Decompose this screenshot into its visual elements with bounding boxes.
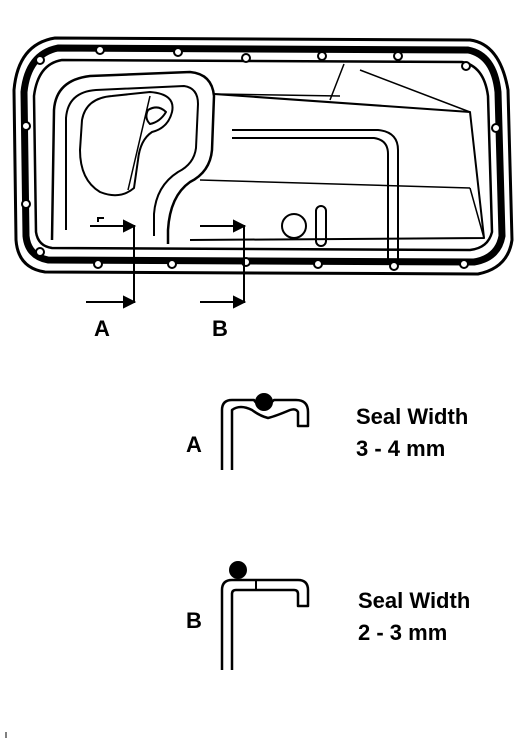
bolt-hole	[35, 247, 45, 257]
bolt-hole	[393, 51, 403, 61]
baffle-dent	[145, 106, 167, 125]
bolt-hole	[313, 259, 323, 269]
bolt-hole	[21, 199, 31, 209]
floor-rib-5	[469, 187, 485, 239]
bolt-holes	[21, 45, 501, 271]
bolt-hole	[95, 45, 105, 55]
oil-pan-view	[12, 36, 514, 276]
detail-a-sealant-bead	[255, 393, 273, 411]
drain-plug	[281, 213, 307, 239]
bolt-hole	[389, 261, 399, 271]
detail-b-caption: Seal Width	[358, 588, 470, 613]
baffle-outline	[79, 91, 174, 197]
callout-b-arrowhead-bottom	[233, 295, 247, 309]
detail-b-label: B	[186, 608, 202, 633]
pan-floor	[189, 93, 485, 241]
callout-b-leader	[200, 219, 247, 309]
bolt-hole	[167, 259, 177, 269]
sump-inner	[65, 85, 199, 236]
callout-a-label: A	[94, 316, 110, 341]
detail-a-label: A	[186, 432, 202, 457]
bolt-hole	[459, 259, 469, 269]
baffle-line	[127, 95, 151, 191]
floor-rib-2	[359, 69, 471, 113]
bolt-hole	[491, 123, 501, 133]
dipstick-tube-inner	[232, 137, 389, 262]
detail-b-sealant-bead	[229, 561, 247, 579]
callout-b-arrowhead-top	[233, 219, 247, 233]
detail-a-caption: Seal Width	[356, 404, 468, 429]
sump-well	[50, 70, 216, 244]
callout-a-tick	[97, 217, 104, 222]
pan-flange-inner	[32, 58, 494, 252]
callout-b-line	[200, 225, 245, 303]
detail-b-width: 2 - 3 mm	[358, 620, 447, 645]
bolt-hole	[93, 259, 103, 269]
callout-b-label: B	[212, 316, 228, 341]
bolt-hole	[21, 121, 31, 131]
floor-rib-4	[199, 179, 471, 189]
bolt-hole	[173, 47, 183, 57]
callout-a-leader	[86, 217, 137, 309]
bolt-hole	[35, 55, 45, 65]
detail-a-section	[220, 398, 310, 470]
drain-slot	[315, 205, 327, 247]
dipstick-tube	[232, 129, 399, 262]
bolt-hole	[241, 53, 251, 63]
bolt-hole	[317, 51, 327, 61]
callout-a-arrowhead-top	[123, 219, 137, 233]
callout-a-line	[86, 225, 135, 303]
detail-a-flange-outer	[220, 398, 310, 470]
sealant-bead	[20, 44, 506, 266]
pan-flange-outer	[12, 36, 514, 276]
detail-a-width: 3 - 4 mm	[356, 436, 445, 461]
floor-rib-1	[329, 63, 345, 101]
floor-rib-3	[213, 93, 341, 97]
detail-b-section	[220, 578, 310, 670]
callout-a-arrowhead-bottom	[123, 295, 137, 309]
detail-b-flange-outer	[220, 578, 310, 670]
bolt-hole	[461, 61, 471, 71]
